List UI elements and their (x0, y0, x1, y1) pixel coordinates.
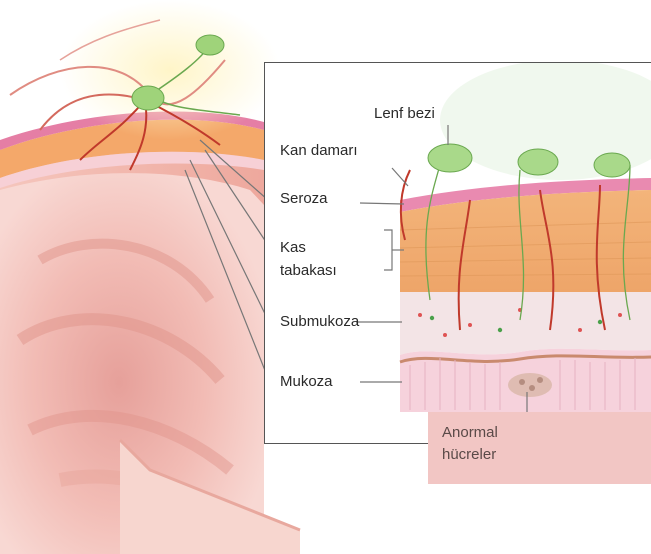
label-blood-vessel: Kan damarı (280, 142, 358, 160)
label-abnormal-cells: Anormal hücreler (442, 422, 532, 466)
abnormal-cell-cluster (508, 373, 552, 397)
label-submucosa: Submukoza (280, 313, 359, 331)
colon-tube (0, 0, 300, 554)
label-muscle-layer: Kas tabakası (280, 236, 350, 283)
label-serosa: Seroza (280, 190, 328, 208)
label-lymph-node: Lenf bezi (374, 105, 435, 123)
label-mucosa: Mukoza (280, 373, 333, 391)
submucosa-band (400, 292, 651, 355)
abnormal-cells-callout: Anormal hücreler (428, 412, 651, 484)
